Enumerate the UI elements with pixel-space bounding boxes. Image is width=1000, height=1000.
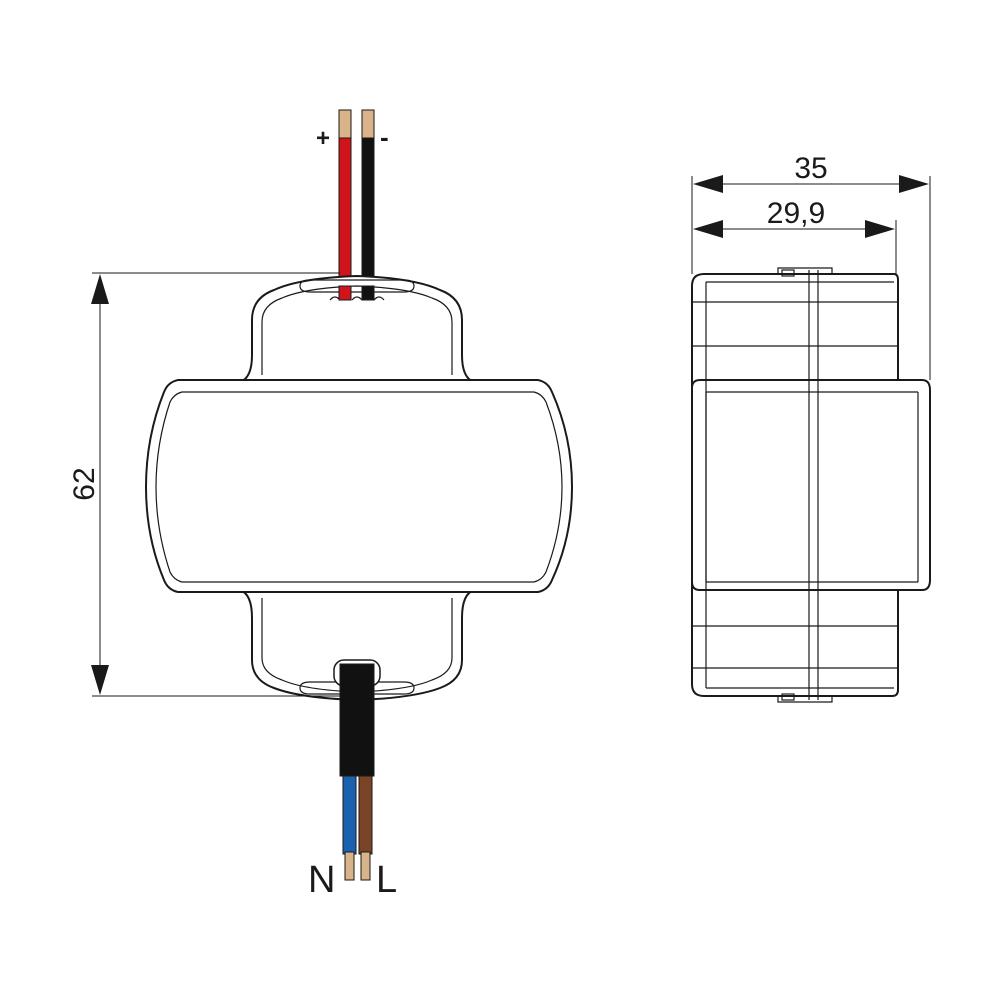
neutral-wire-tip [344,851,355,881]
side-view: 35 29,9 [691,152,931,703]
height-dimension-value: 62 [68,467,101,500]
negative-wire-tip [361,109,375,141]
live-label: L [376,859,397,901]
housing-face-panel [155,391,563,583]
overall-width-value: 35 [794,152,827,185]
housing-top-tab [239,275,475,383]
neutral-label: N [308,859,335,901]
negative-label: - [380,122,389,152]
body-width-dimension: 29,9 [693,197,897,274]
positive-wire [338,137,352,299]
live-wire [358,775,373,855]
live-wire-tip [360,851,371,881]
input-cable-sheath [339,663,375,777]
side-front-bulge [691,379,931,591]
overall-width-dimension: 35 [691,152,931,380]
positive-label: + [316,125,330,152]
front-view: + - N L 62 [68,109,573,901]
body-width-value: 29,9 [767,197,825,230]
top-cable-gland [299,279,415,301]
input-cable [339,663,375,881]
neutral-wire [342,775,357,855]
housing-main-body [145,379,573,593]
height-dimension: 62 [68,272,340,697]
output-wires [338,109,375,299]
negative-wire [361,137,375,299]
top-tab-inner-line [261,285,453,375]
positive-wire-tip [338,109,352,141]
